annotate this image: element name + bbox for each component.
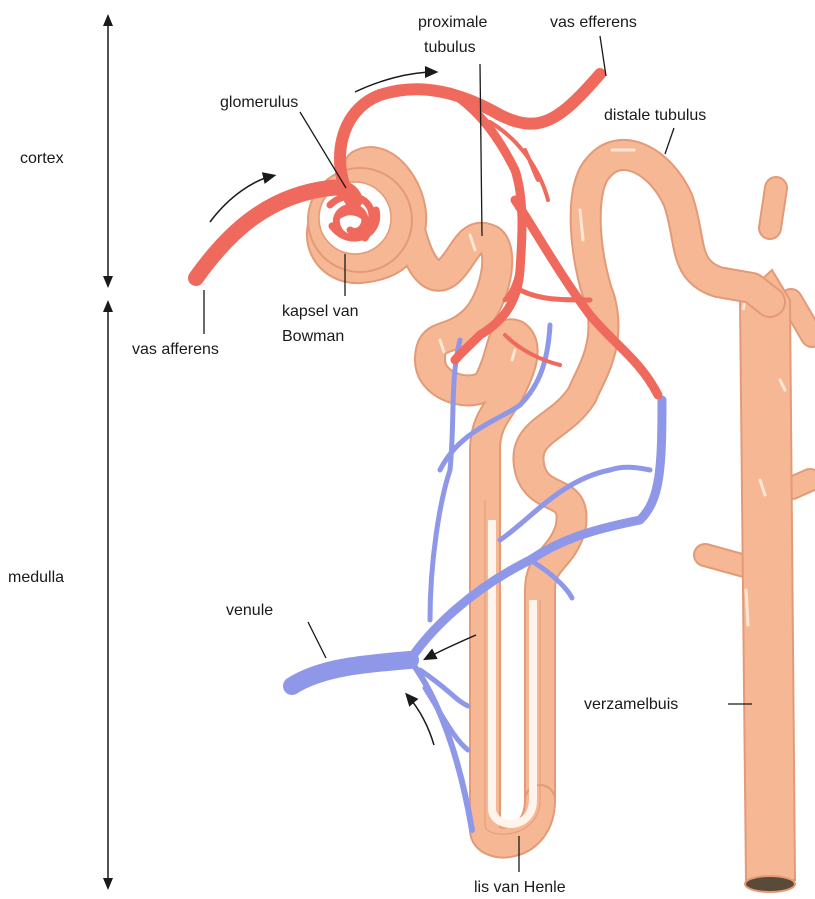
label-glomerulus: glomerulus (220, 94, 298, 111)
leader-venule (308, 622, 326, 658)
label-distale-tubulus: distale tubulus (604, 107, 706, 124)
label-vas-afferens: vas afferens (132, 341, 219, 358)
label-verzamelbuis: verzamelbuis (584, 696, 678, 713)
label-proximale-tubulus-line1: proximale (418, 14, 487, 31)
region-label-cortex: cortex (20, 150, 64, 167)
label-venule: venule (226, 602, 273, 619)
proximale-tubulus (308, 162, 540, 842)
leader-distale-tubulus (665, 128, 674, 154)
label-kapsel-van-bowman-line2: Bowman (282, 328, 344, 345)
medulla-axis (103, 300, 113, 890)
cortex-axis (103, 14, 113, 288)
label-vas-efferens: vas efferens (550, 14, 637, 31)
label-lis-van-henle: lis van Henle (474, 879, 566, 896)
label-proximale-tubulus-line2: tubulus (424, 39, 476, 56)
region-label-medulla: medulla (8, 569, 64, 586)
label-kapsel-van-bowman-line1: kapsel van (282, 303, 359, 320)
duct-opening (745, 876, 795, 892)
leader-proximale-tubulus (480, 64, 482, 236)
